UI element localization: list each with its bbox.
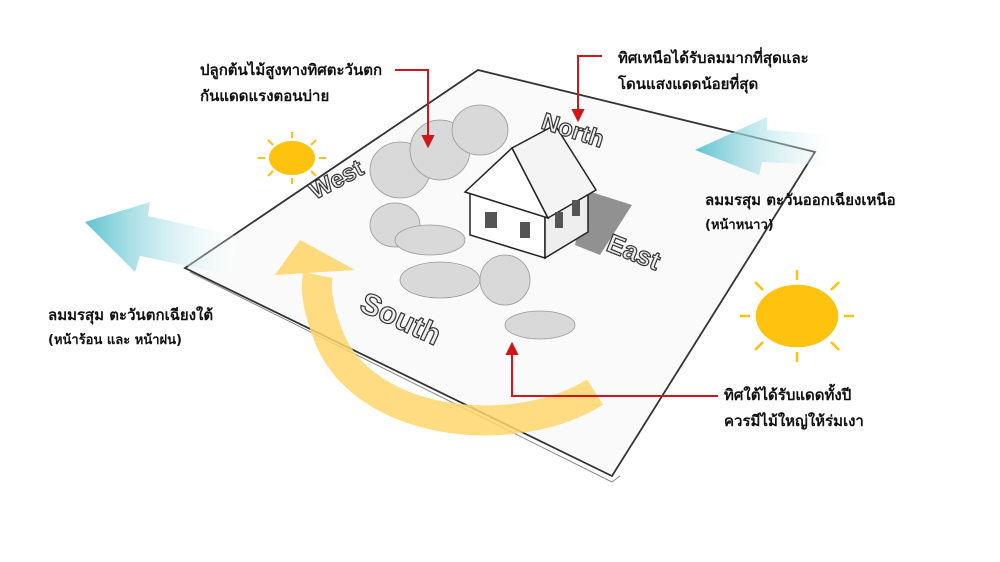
- annotation-line: ทิศใต้ได้รับแดดทั้งปี: [724, 386, 852, 404]
- annotation-line: กันแดดแรงตอนบ่าย: [200, 87, 330, 105]
- wind-arrow-southwest: [85, 202, 238, 275]
- annotation-sw-monsoon: ลมมรสุม ตะวันตกเฉียงใต้ (หน้าร้อน และ หน…: [48, 302, 213, 354]
- sun-icon-south-east: [740, 270, 854, 362]
- annotation-line: ลมมรสุม ตะวันออกเฉียงเหนือ: [705, 191, 896, 209]
- annotation-ne-monsoon: ลมมรสุม ตะวันออกเฉียงเหนือ (หน้าหนาว): [705, 187, 896, 239]
- annotation-south: ทิศใต้ได้รับแดดทั้งปี ควรมีไม้ใหญ่ให้ร่ม…: [724, 382, 864, 434]
- annotation-line: ลมมรสุม ตะวันตกเฉียงใต้: [48, 306, 214, 324]
- leader-lines: [395, 55, 718, 397]
- house: [463, 124, 632, 260]
- annotation-line: ปลูกต้นไม้สูงทางทิศตะวันตก: [200, 61, 383, 79]
- annotation-line: ควรมีไม้ใหญ่ให้ร่มเงา: [724, 412, 864, 430]
- annotation-line: ทิศเหนือได้รับลมมากที่สุดและ: [618, 49, 809, 67]
- annotation-west-trees: ปลูกต้นไม้สูงทางทิศตะวันตก กันแดดแรงตอนบ…: [200, 57, 382, 109]
- annotation-line: (หน้าร้อน และ หน้าฝน): [48, 333, 182, 348]
- wind-arrow-northeast: [695, 117, 832, 175]
- annotation-north: ทิศเหนือได้รับลมมากที่สุดและ โดนแสงแดดน้…: [618, 45, 809, 97]
- trees: [369, 104, 576, 340]
- sun-icon-west: [258, 132, 326, 184]
- annotation-line: โดนแสงแดดน้อยที่สุด: [618, 75, 759, 93]
- sun-path-arrow: [275, 240, 604, 436]
- annotation-line: (หน้าหนาว): [705, 218, 774, 233]
